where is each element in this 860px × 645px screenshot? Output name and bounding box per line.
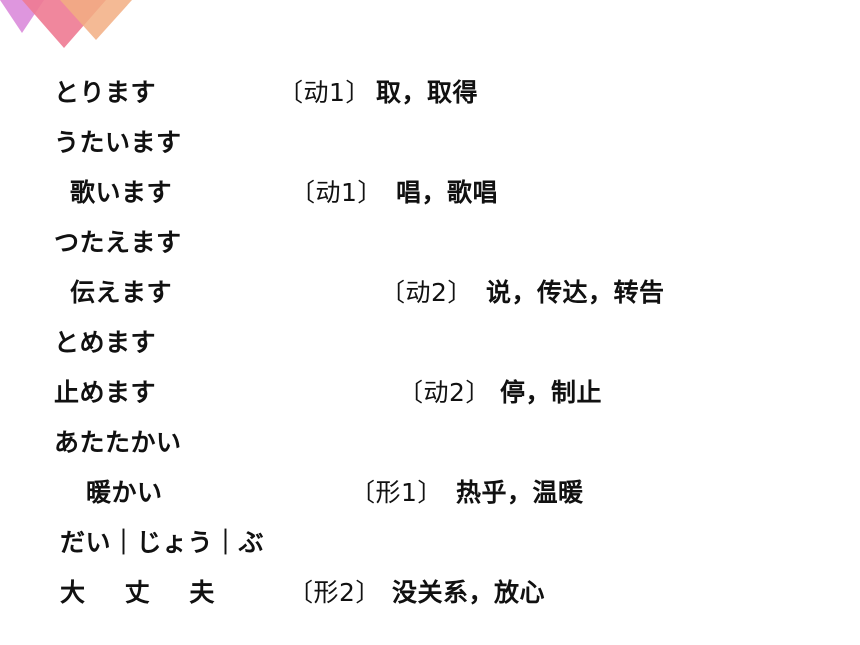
vocab-pos: 〔动2〕 bbox=[380, 278, 473, 307]
vocab-meaning: 说，传达，转告 bbox=[486, 278, 665, 307]
vocab-meaning: 没关系，放心 bbox=[392, 578, 546, 607]
vocab-word: 暖かい bbox=[86, 478, 163, 507]
vocab-pos: 〔动1〕 bbox=[278, 78, 371, 107]
vocab-word: だい｜じょう｜ぶ bbox=[60, 528, 265, 557]
vocab-word: うたいます bbox=[54, 128, 182, 157]
vocab-word: とめます bbox=[54, 328, 157, 357]
vocab-meaning: 热乎，温暖 bbox=[456, 478, 584, 507]
vocab-meaning: 取，取得 bbox=[376, 78, 479, 107]
vocab-word: 止めます bbox=[54, 378, 157, 407]
corner-decoration-triangles bbox=[0, 0, 132, 48]
vocab-word: つたえます bbox=[54, 228, 182, 257]
vocab-meaning: 唱，歌唱 bbox=[396, 178, 499, 207]
vocab-word: 伝えます bbox=[70, 278, 173, 307]
vocab-word: とります bbox=[54, 78, 157, 107]
vocab-pos: 〔动1〕 bbox=[290, 178, 383, 207]
peach-triangle bbox=[60, 0, 132, 40]
vocab-word: 歌います bbox=[70, 178, 173, 207]
vocab-pos: 〔动2〕 bbox=[398, 378, 491, 407]
vocab-pos: 〔形1〕 bbox=[350, 478, 443, 507]
vocab-pos: 〔形2〕 bbox=[288, 578, 381, 607]
vocab-word: 大 丈 夫 bbox=[60, 578, 217, 607]
vocab-meaning: 停，制止 bbox=[500, 378, 603, 407]
vocab-word: あたたかい bbox=[54, 428, 182, 457]
